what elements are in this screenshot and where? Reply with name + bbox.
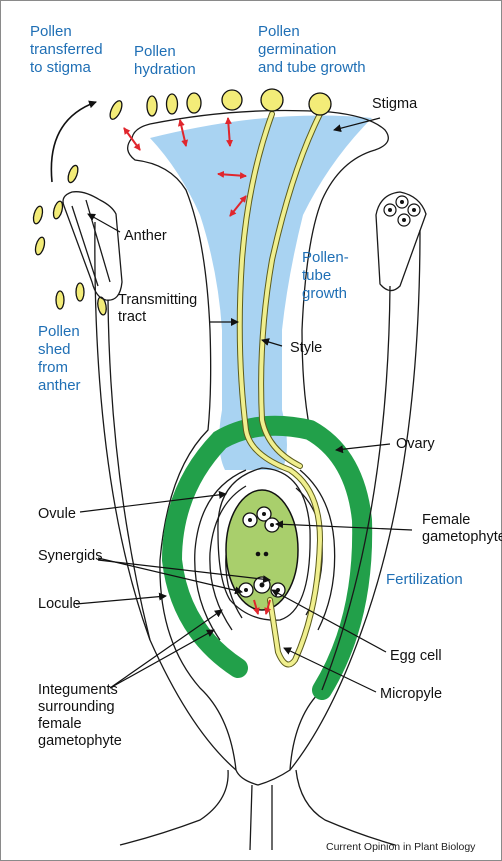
label-pollen-germination-line: and tube growth (258, 59, 366, 76)
label-pollen-hydration-line: hydration (134, 61, 196, 78)
label-integuments-line: Integuments (38, 682, 118, 698)
label-pollen-transferred-line: to stigma (30, 59, 92, 76)
label-egg-cell-line: Egg cell (390, 648, 442, 664)
label-pollen-hydration-line: Pollen (134, 43, 176, 60)
label-integuments-line: female (38, 716, 82, 732)
label-fertilization-line: Fertilization (386, 571, 463, 588)
label-fertilization: Fertilization (386, 571, 463, 588)
label-stigma: Stigma (372, 96, 418, 112)
label-transmitting-tract-line: tract (118, 309, 146, 325)
label-egg-cell: Egg cell (390, 648, 442, 664)
label-style: Style (290, 340, 322, 356)
label-pollen-germination-line: germination (258, 41, 336, 58)
label-pollen-germination-line: Pollen (258, 23, 300, 40)
label-female-gametophyte-line: gametophyte (422, 529, 502, 545)
label-pollen-tube-growth-line: Pollen- (302, 249, 349, 266)
label-pollen-shed-line: shed (38, 341, 71, 358)
label-integuments-line: gametophyte (38, 733, 122, 749)
label-pollen-shed-line: from (38, 359, 68, 376)
journal-credit: Current Opinion in Plant Biology (326, 841, 476, 853)
label-ovary-line: Ovary (396, 436, 435, 452)
label-ovary: Ovary (396, 436, 435, 452)
label-ovule-line: Ovule (38, 506, 76, 522)
label-pollen-tube-growth-line: growth (302, 285, 347, 302)
label-pollen-tube-growth-line: tube (302, 267, 331, 284)
label-locule: Locule (38, 596, 81, 612)
label-locule-line: Locule (38, 596, 81, 612)
label-micropyle-line: Micropyle (380, 686, 442, 702)
label-pollen-transferred-line: transferred (30, 41, 103, 58)
label-style-line: Style (290, 340, 322, 356)
label-ovule: Ovule (38, 506, 76, 522)
label-integuments-line: surrounding (38, 699, 115, 715)
label-stigma-line: Stigma (372, 96, 418, 112)
label-pollen-shed-line: Pollen (38, 323, 80, 340)
label-anther-line: Anther (124, 228, 167, 244)
label-anther: Anther (124, 228, 167, 244)
label-pollen-transferred-line: Pollen (30, 23, 72, 40)
label-transmitting-tract-line: Transmitting (118, 292, 197, 308)
label-micropyle: Micropyle (380, 686, 442, 702)
label-pollen-shed-line: anther (38, 377, 81, 394)
label-synergids: Synergids (38, 548, 102, 564)
label-female-gametophyte-line: Female (422, 512, 470, 528)
label-synergids-line: Synergids (38, 548, 102, 564)
